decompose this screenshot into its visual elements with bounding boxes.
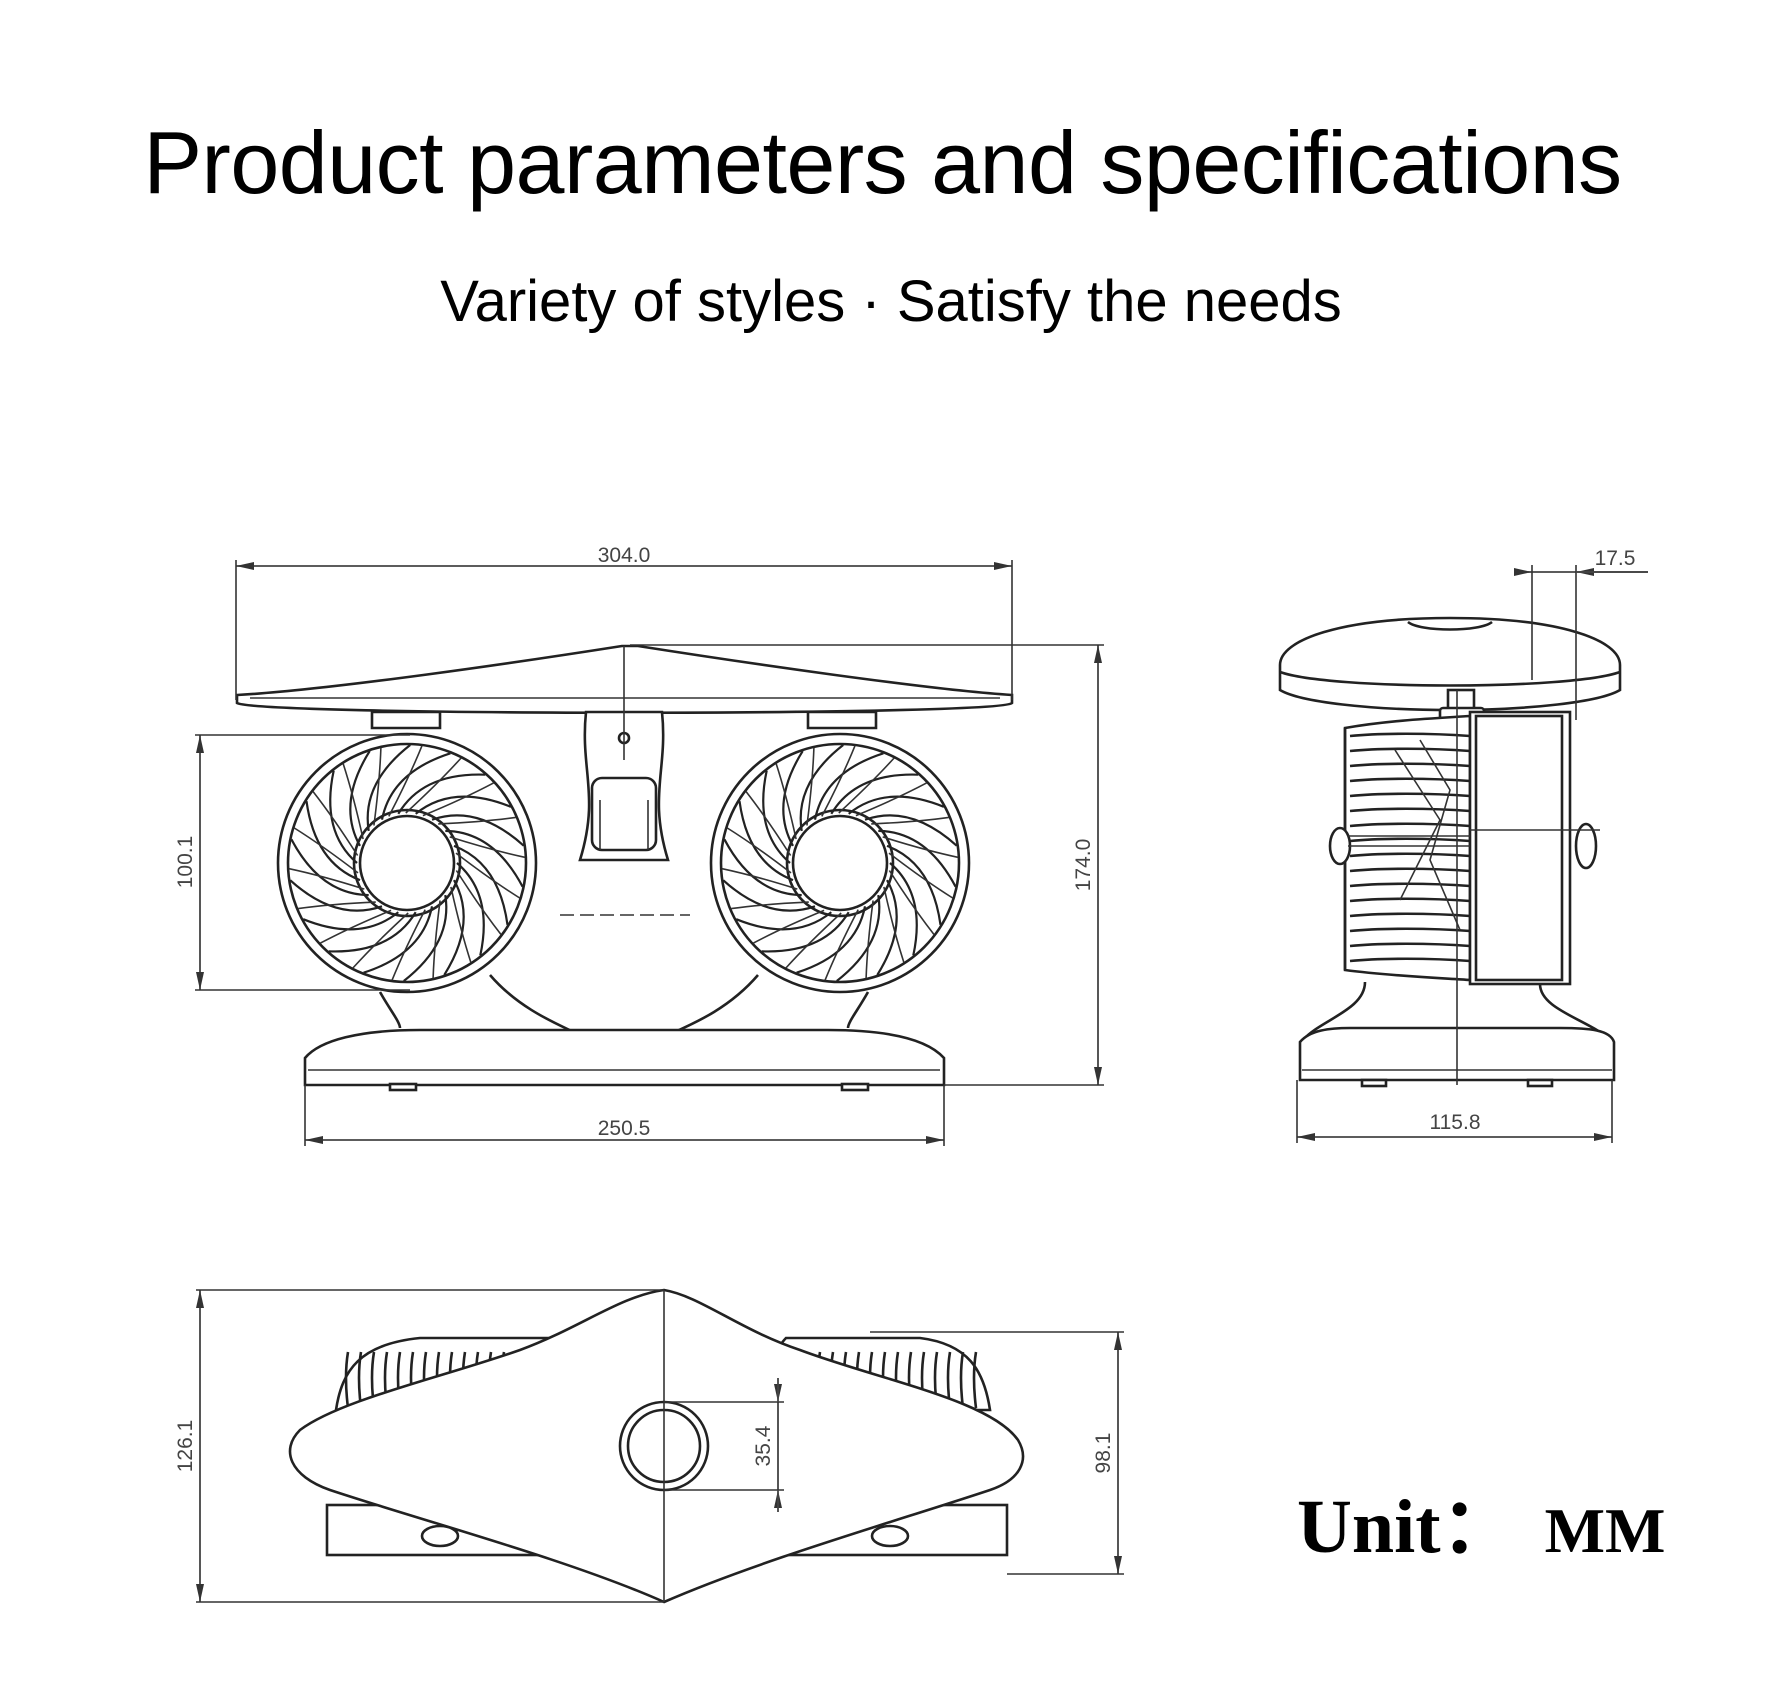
fan-blade-edge <box>293 827 359 874</box>
fan-blade-edge <box>342 763 364 840</box>
dim-side-offset: 17.5 <box>1595 547 1636 570</box>
fan-blade-edge <box>888 870 935 935</box>
fan-blade-edge <box>865 900 874 979</box>
fan-blade-edge <box>298 901 376 910</box>
fan-blade-edge <box>432 900 441 979</box>
fan-blade <box>735 911 832 931</box>
fan-blade <box>889 862 918 956</box>
fan-blade <box>328 911 417 953</box>
fan-blade-edge <box>320 909 392 944</box>
fan-blade <box>403 894 448 982</box>
side-view: 17.5 115.8 <box>1278 547 1648 1143</box>
fan-blade-edge <box>821 745 856 817</box>
page-subtitle: Variety of styles · Satisfy the needs <box>440 269 1342 334</box>
fan-blade-edge <box>745 791 792 856</box>
fan-blade-edge <box>731 901 809 910</box>
fan-blade <box>363 906 434 974</box>
dim-side-base-width: 115.8 <box>1430 1111 1481 1134</box>
fan-blade <box>878 829 957 888</box>
fan-blade <box>830 773 919 815</box>
fan-blade <box>836 894 881 982</box>
fan-blade <box>761 911 850 953</box>
fan-blade <box>799 744 844 832</box>
fan-blade <box>886 844 942 925</box>
dim-front-total-height: 174.0 <box>1072 839 1095 892</box>
fan-blade-edge <box>450 886 472 963</box>
fan-blade-edge <box>824 909 859 981</box>
fan-blade-edge <box>391 909 426 981</box>
fan-blade <box>305 801 361 882</box>
fan-blade-edge <box>883 886 905 963</box>
fan-blade <box>431 814 525 847</box>
fan-blade-edge <box>438 816 516 825</box>
fan-blade-edge <box>405 757 462 814</box>
fan-blade <box>302 911 399 931</box>
fan-blade <box>445 829 524 888</box>
fan-blade-edge <box>352 912 409 969</box>
dim-front-base-width: 250.5 <box>598 1117 651 1140</box>
left-fan <box>276 732 538 994</box>
unit-prefix: Unit： <box>1297 1485 1517 1569</box>
fan-blade-edge <box>888 852 954 899</box>
side-fan-grille <box>1343 714 1472 982</box>
fan-blade-edge <box>806 747 815 826</box>
fan-blade <box>813 752 884 820</box>
side-top-cap <box>1278 616 1622 712</box>
fan-blade <box>380 752 451 820</box>
fan-blade <box>876 879 898 976</box>
fan-blade <box>415 795 512 815</box>
fan-blade <box>290 838 369 897</box>
fan-blade-edge <box>721 867 798 890</box>
top-grille-rib <box>344 1351 350 1409</box>
fan-blade <box>443 879 465 976</box>
dim-top-fan-depth: 98.1 <box>1092 1433 1115 1474</box>
fan-blade-edge <box>422 782 494 817</box>
fan-blade <box>782 750 804 847</box>
unit-value: MM <box>1544 1495 1666 1566</box>
side-fan-back <box>1468 710 1572 986</box>
fan-blade <box>738 801 794 882</box>
fan-blade-edge <box>449 836 526 859</box>
fan-blade <box>453 844 509 925</box>
fan-blade-edge <box>455 870 502 935</box>
fan-blade-edge <box>838 757 895 814</box>
fan-blade <box>349 750 371 847</box>
fan-blade-edge <box>455 852 521 899</box>
front-base <box>303 1028 946 1087</box>
right-fan <box>709 732 971 994</box>
fan-blade <box>762 770 791 864</box>
dim-front-width-top: 304.0 <box>598 544 651 567</box>
side-blade-outline <box>1394 739 1461 931</box>
dim-top-knob: 35.4 <box>752 1425 775 1466</box>
front-view: 304.0 100.1 174.0 250.5 <box>174 544 1104 1146</box>
fan-blade-edge <box>726 827 792 874</box>
fan-blade-edge <box>882 836 959 859</box>
fan-blade <box>366 744 411 832</box>
fan-blade <box>864 814 958 847</box>
fan-blade-edge <box>753 909 825 944</box>
fan-blade-edge <box>855 782 927 817</box>
unit-label: Unit： MM <box>1297 1464 1665 1574</box>
top-grille-rib <box>972 1351 978 1409</box>
dim-top-depth: 126.1 <box>174 1420 197 1473</box>
fan-blade-edge <box>312 791 359 856</box>
fan-blade <box>289 879 383 912</box>
fan-blade <box>397 773 486 815</box>
fan-blade-edge <box>785 912 842 969</box>
dim-front-fan-height: 100.1 <box>174 836 197 889</box>
fan-blade <box>796 906 867 974</box>
top-view: 126.1 35.4 98.1 <box>174 1288 1124 1604</box>
fan-blade-edge <box>388 745 423 817</box>
fan-blade <box>456 862 485 956</box>
fan-blade-edge <box>288 867 365 890</box>
fan-blade <box>723 838 802 897</box>
fan-blade-edge <box>775 763 797 840</box>
page-title: Product parameters and specifications <box>143 113 1622 212</box>
fan-blade-edge <box>871 816 949 825</box>
fan-blade <box>329 770 358 864</box>
fan-blade <box>722 879 816 912</box>
fan-blade-edge <box>373 747 382 826</box>
fan-blade <box>848 795 945 815</box>
